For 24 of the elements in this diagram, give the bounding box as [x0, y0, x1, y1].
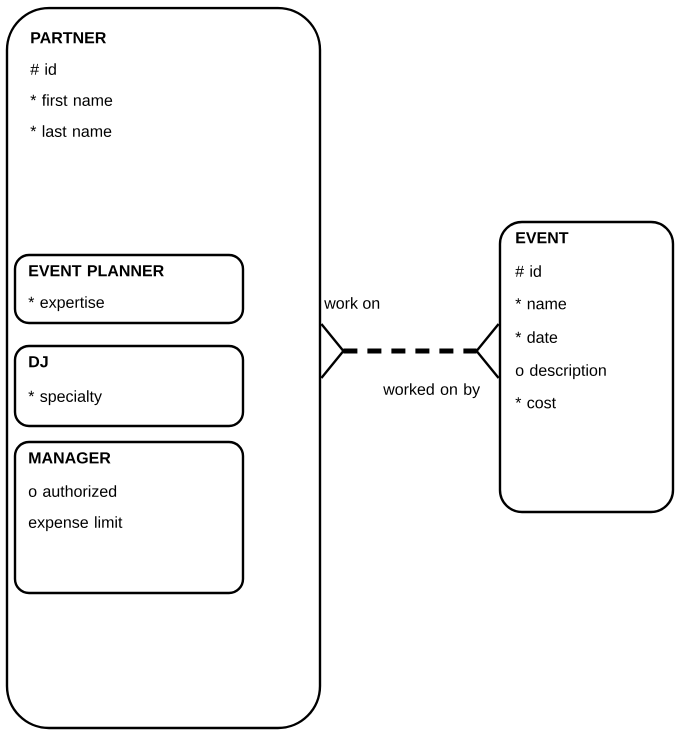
- attribute-text: # id: [30, 63, 56, 75]
- attribute-text: * specialty: [28, 390, 102, 406]
- entity-box: [14, 440, 244, 594]
- attribute-text: * cost: [515, 397, 556, 408]
- attribute-text: * name: [515, 298, 566, 310]
- attribute-text: # id: [515, 265, 541, 277]
- attribute-text: * date: [515, 331, 558, 343]
- entity-box: [14, 344, 244, 428]
- relationship-label: work on: [324, 297, 380, 309]
- entity-box: [498, 220, 674, 514]
- attribute-text: o authorized expense limit: [28, 485, 122, 532]
- entity-name: EVENT: [516, 232, 568, 244]
- entity-name: MANAGER: [29, 452, 111, 464]
- entity-name: EVENT PLANNER: [29, 265, 164, 276]
- relationship-line: [320, 323, 500, 379]
- relationship-label: worked on by: [383, 383, 480, 398]
- attribute-text: * last name: [30, 125, 112, 137]
- entity-name: PARTNER: [31, 32, 106, 44]
- attribute-text: o description: [516, 364, 606, 380]
- attribute-text: * first name: [30, 94, 112, 106]
- entity-box: [6, 6, 322, 730]
- entity-name: DJ: [29, 356, 48, 368]
- entity-box: [14, 254, 244, 324]
- attribute-text: * expertise: [28, 296, 104, 312]
